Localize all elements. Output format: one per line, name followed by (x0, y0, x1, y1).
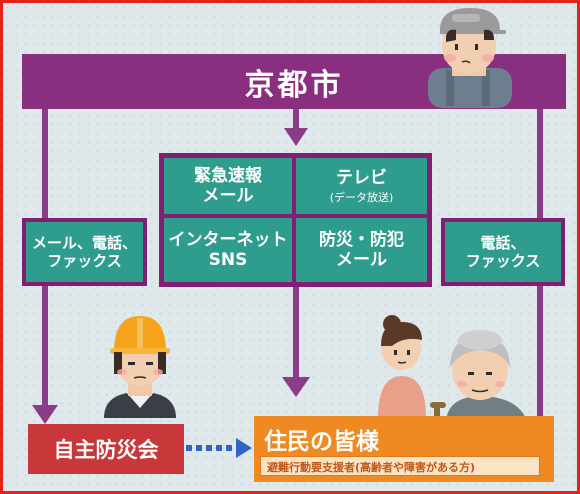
arrowhead-center-top (284, 128, 308, 146)
connector-center-top (293, 100, 299, 130)
channel-left: メール、電話、 ファックス (26, 222, 143, 282)
channel-left-line1: メール、電話、 (31, 234, 137, 252)
dotted-link-arrowhead (236, 438, 252, 458)
channel-internet-sns: インターネット SNS (164, 218, 292, 282)
channel-internet-line2: SNS (208, 250, 248, 270)
arrowhead-left (32, 405, 58, 424)
channel-tv-label: テレビ (336, 168, 387, 189)
channel-internet-line1: インターネット (168, 229, 288, 250)
channel-right: 電話、 ファックス (445, 222, 561, 282)
residents-box: 住民の皆様 避難行動要支援者(高齢者や障害がある方) (254, 416, 554, 482)
residents-sub-box: 避難行動要支援者(高齢者や障害がある方) (260, 456, 540, 476)
channel-right-line2: ファックス (465, 252, 541, 270)
channel-disaster-line2: メール (336, 250, 387, 270)
channel-emergency-mail: 緊急速報 メール (164, 158, 292, 214)
page-title: 京都市 (244, 67, 344, 103)
channel-right-line1: 電話、 (480, 234, 526, 252)
residents-sub: 避難行動要支援者(高齢者や障害がある方) (267, 461, 476, 474)
channel-tv-sub: (データ放送) (329, 190, 394, 204)
channel-emergency-mail-line2: メール (202, 186, 254, 206)
channel-left-line2: ファックス (47, 252, 122, 270)
arrowhead-center (282, 377, 310, 397)
community-org-label: 自主防災会 (53, 438, 159, 462)
residents-title: 住民の皆様 (264, 429, 379, 455)
channel-tv: テレビ (データ放送) (296, 158, 427, 214)
channel-disaster-line1: 防災・防犯 (319, 229, 404, 250)
connector-center-bottom (293, 284, 299, 380)
community-org-box: 自主防災会 (28, 424, 184, 474)
channel-disaster-mail: 防災・防犯 メール (296, 218, 427, 282)
channel-emergency-mail-line1: 緊急速報 (194, 165, 262, 186)
